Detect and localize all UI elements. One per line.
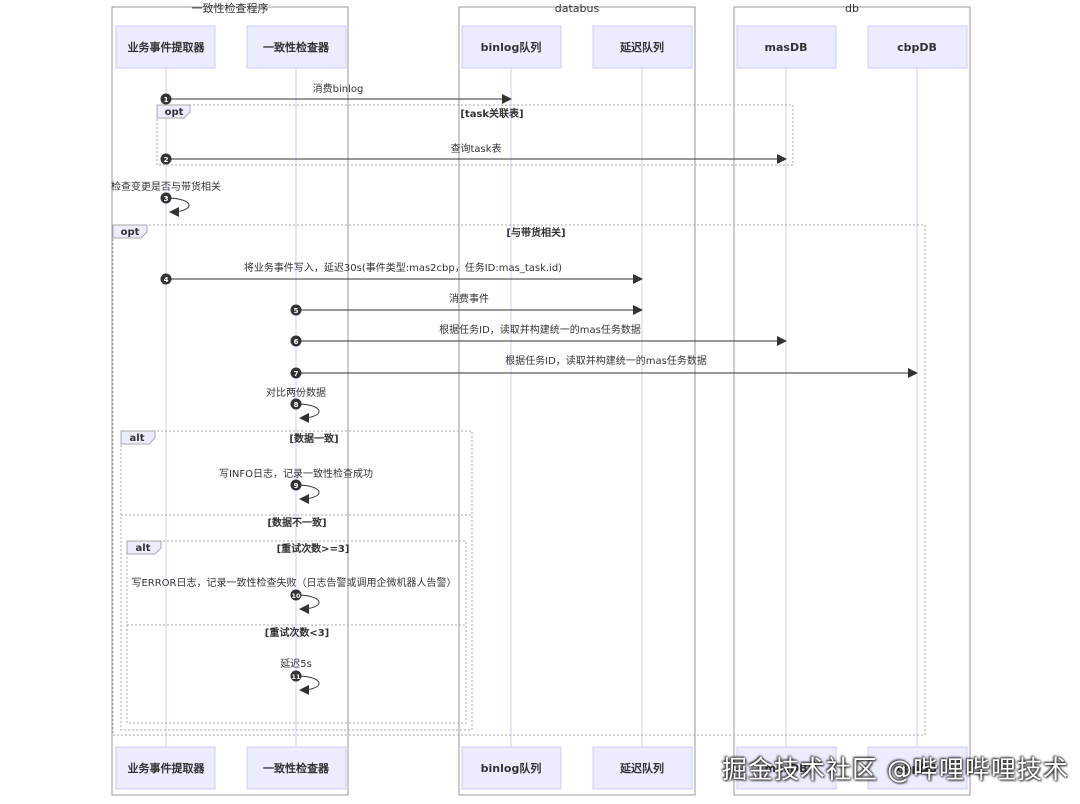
sequence-number: 8 xyxy=(294,401,299,409)
actor-label: 一致性检查器 xyxy=(263,761,330,775)
message-5: 消费事件 5 xyxy=(290,292,643,316)
sequence-number-badge xyxy=(290,479,302,491)
actor-label: 业务事件提取器 xyxy=(128,40,206,54)
fragment-opt-task: opt [task关联表] xyxy=(156,104,794,166)
sequence-number-badge xyxy=(290,304,302,316)
actor-label: 延迟队列 xyxy=(619,40,664,54)
actor-label: cbpDB xyxy=(897,41,937,54)
message-3: 检查变更是否与带货相关 3 xyxy=(111,180,221,217)
actor-label: 业务事件提取器 xyxy=(128,761,206,775)
actor-event-extractor-bottom: 业务事件提取器 xyxy=(115,746,216,790)
sequence-number: 6 xyxy=(294,338,299,346)
fragment-opt-related: opt [与带货相关] xyxy=(112,224,926,736)
fragment-keyword: alt xyxy=(136,543,151,554)
fragment-keyword: alt xyxy=(130,433,145,444)
actor-label: masDB xyxy=(765,762,808,775)
actor-masdb-top: masDB xyxy=(736,25,837,69)
actor-label: binlog队列 xyxy=(481,761,542,775)
actor-binlog-queue-bottom: binlog队列 xyxy=(461,746,562,790)
actor-masdb-bottom: masDB xyxy=(736,746,837,790)
actor-delay-queue-bottom: 延迟队列 xyxy=(592,746,693,790)
group-label: databus xyxy=(555,2,600,15)
fragment-keyword: opt xyxy=(165,107,184,118)
message-10: 写ERROR日志，记录一致性检查失败（日志告警或调用企微机器人告警） 10 xyxy=(131,576,457,614)
sequence-number: 5 xyxy=(294,307,299,315)
actor-label: 一致性检查器 xyxy=(263,40,330,54)
sequence-number-badge xyxy=(290,367,302,379)
message-8: 对比两份数据 8 xyxy=(266,386,326,423)
fragment-alt-retry: alt [重试次数>=3] [重试次数<3] xyxy=(126,540,467,724)
message-label: 写ERROR日志，记录一致性检查失败（日志告警或调用企微机器人告警） xyxy=(131,576,456,589)
sequence-number-badge xyxy=(160,153,172,165)
sequence-number-badge xyxy=(160,273,172,285)
actor-label: cbpDB xyxy=(897,762,937,775)
watermark: 掘金技术社区 @哔哩哔哩技术 xyxy=(722,755,1069,784)
sequence-number-badge xyxy=(290,670,302,682)
message-label: 检查变更是否与带货相关 xyxy=(111,180,221,193)
message-9: 写INFO日志，记录一致性检查成功 9 xyxy=(219,467,373,504)
fragment-else-condition: [重试次数<3] xyxy=(265,626,329,639)
sequence-number: 9 xyxy=(294,482,299,490)
group-consistency-program: 一致性检查程序 xyxy=(111,1,349,796)
message-label: 查询task表 xyxy=(450,142,501,155)
sequence-number: 11 xyxy=(291,673,301,681)
actor-binlog-queue-top: binlog队列 xyxy=(461,25,562,69)
actor-consistency-checker-top: 一致性检查器 xyxy=(246,25,347,69)
fragment-condition: [与带货相关] xyxy=(506,226,565,239)
fragment-condition: [task关联表] xyxy=(460,107,523,120)
actor-consistency-checker-bottom: 一致性检查器 xyxy=(246,746,347,790)
fragment-else-condition: [数据不一致] xyxy=(267,516,326,529)
actor-label: binlog队列 xyxy=(481,40,542,54)
message-4: 将业务事件写入，延迟30s(事件类型:mas2cbp，任务ID:mas_task… xyxy=(160,261,643,285)
message-label: 消费事件 xyxy=(449,292,489,305)
sequence-number-badge xyxy=(290,335,302,347)
group-databus: databus xyxy=(458,2,696,796)
fragment-condition: [数据一致] xyxy=(289,432,338,445)
sequence-number: 10 xyxy=(291,592,301,600)
message-7: 根据任务ID，读取并构建统一的mas任务数据 7 xyxy=(290,354,918,379)
fragment-keyword: opt xyxy=(121,227,140,238)
group-label: db xyxy=(845,2,859,15)
sequence-number-badge xyxy=(290,589,302,601)
actor-cbpdb-bottom: cbpDB xyxy=(867,746,968,790)
sequence-number: 7 xyxy=(294,370,299,378)
fragment-condition: [重试次数>=3] xyxy=(277,542,350,555)
actor-delay-queue-top: 延迟队列 xyxy=(592,25,693,69)
message-label: 根据任务ID，读取并构建统一的mas任务数据 xyxy=(439,323,641,336)
message-label: 延迟5s xyxy=(280,657,312,670)
sequence-number: 1 xyxy=(164,96,169,104)
actor-event-extractor-top: 业务事件提取器 xyxy=(115,25,216,69)
fragment-alt-data: alt [数据一致] [数据不一致] xyxy=(120,430,473,731)
sequence-number-badge xyxy=(160,93,172,105)
group-db: db xyxy=(733,2,971,796)
sequence-number-badge xyxy=(160,192,172,204)
message-1: 消费binlog 1 xyxy=(160,82,512,105)
group-label: 一致性检查程序 xyxy=(192,1,269,15)
actor-label: masDB xyxy=(765,41,808,54)
actor-cbpdb-top: cbpDB xyxy=(867,25,968,69)
actor-label: 延迟队列 xyxy=(619,761,664,775)
message-label: 对比两份数据 xyxy=(266,386,326,399)
message-label: 消费binlog xyxy=(313,82,364,95)
sequence-number: 4 xyxy=(164,276,169,284)
sequence-number: 3 xyxy=(164,195,169,203)
message-11: 延迟5s 11 xyxy=(280,657,320,695)
message-label: 根据任务ID，读取并构建统一的mas任务数据 xyxy=(505,354,707,367)
sequence-number: 2 xyxy=(164,156,169,164)
sequence-number-badge xyxy=(290,398,302,410)
message-label: 将业务事件写入，延迟30s(事件类型:mas2cbp，任务ID:mas_task… xyxy=(244,261,562,274)
lifelines xyxy=(165,68,918,748)
message-6: 根据任务ID，读取并构建统一的mas任务数据 6 xyxy=(290,323,787,347)
message-label: 写INFO日志，记录一致性检查成功 xyxy=(219,467,373,480)
message-2: 查询task表 2 xyxy=(160,142,787,165)
